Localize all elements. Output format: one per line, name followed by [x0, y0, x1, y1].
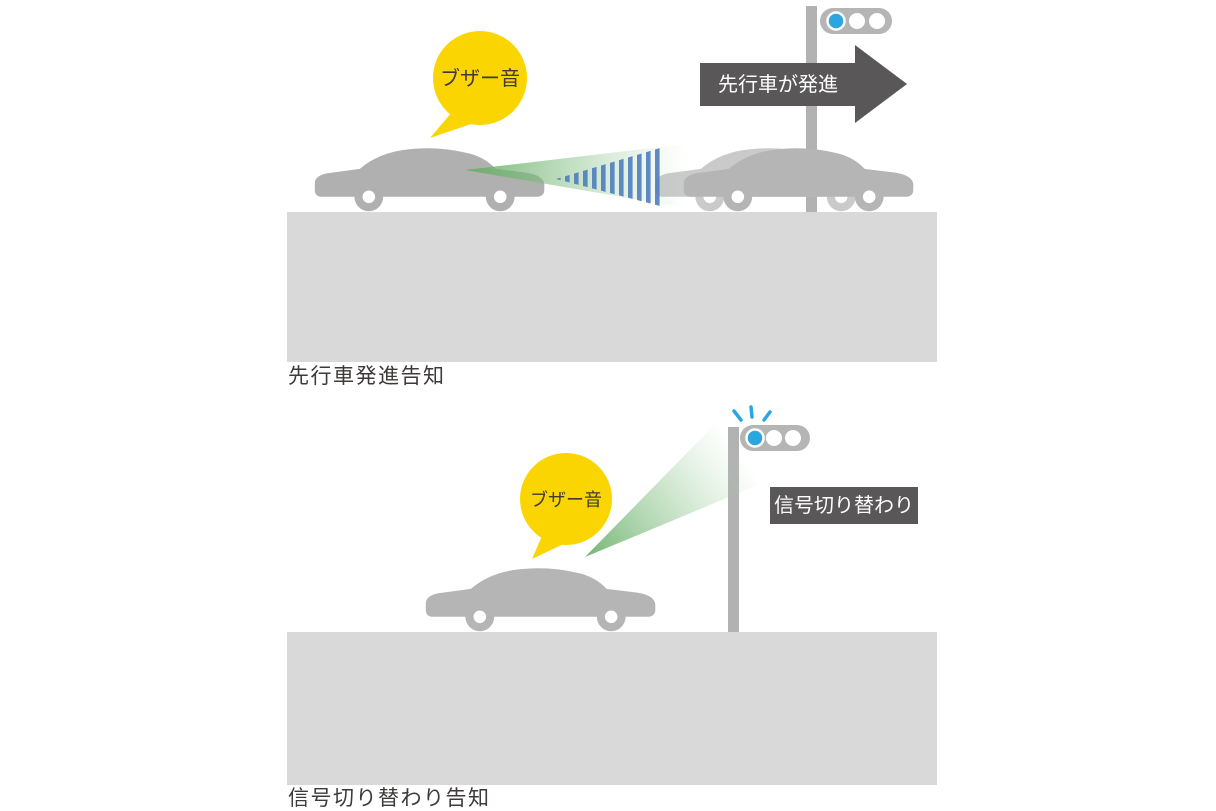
traffic-light-lamp-off [849, 13, 865, 29]
buzzer-speech-bubble: ブザー音 [430, 31, 527, 138]
flash-dash [762, 410, 772, 422]
traffic-light-blue-lamp [826, 11, 846, 31]
scene-signal-change: 信号切り替わり ブザー音 [287, 405, 937, 785]
departure-arrow-label: 先行車が発進 [718, 73, 838, 96]
buzzer-label: ブザー音 [440, 66, 520, 90]
scene2-caption: 信号切り替わり告知 [288, 787, 491, 810]
road-ground [287, 632, 937, 785]
traffic-light-blue-lamp [745, 428, 765, 448]
following-car [314, 148, 545, 212]
waiting-car [425, 568, 656, 632]
traffic-light [740, 425, 810, 451]
flash-dash [732, 409, 743, 422]
traffic-light-lamp-off [869, 13, 885, 29]
signal-change-banner-box [770, 487, 918, 524]
signal-flash-sparkle-icon [732, 405, 772, 422]
right-arrow-icon [700, 45, 907, 123]
buzzer-label: ブザー音 [530, 489, 602, 510]
departure-arrow-banner: 先行車が発進 [700, 45, 907, 123]
speech-bubble-body [520, 453, 612, 545]
scene-leading-vehicle-departure: 先行車が発進 ブザー音 [287, 6, 937, 362]
traffic-light [820, 8, 892, 34]
traffic-light-lamp-off [766, 430, 782, 446]
front-sensor-cone-icon [585, 417, 758, 557]
traffic-light-lamp-off [785, 430, 801, 446]
signal-change-banner: 信号切り替わり [770, 487, 918, 524]
traffic-light-pole [728, 427, 739, 632]
speech-bubble-body [433, 31, 527, 125]
scene1-caption: 先行車発進告知 [288, 365, 446, 388]
flash-dash [749, 405, 754, 419]
signal-change-banner-label: 信号切り替わり [774, 494, 914, 517]
traffic-light-pole [806, 6, 817, 212]
road-ground [287, 212, 937, 362]
radar-wave-stripes-icon [556, 148, 660, 206]
buzzer-speech-bubble: ブザー音 [520, 453, 612, 559]
